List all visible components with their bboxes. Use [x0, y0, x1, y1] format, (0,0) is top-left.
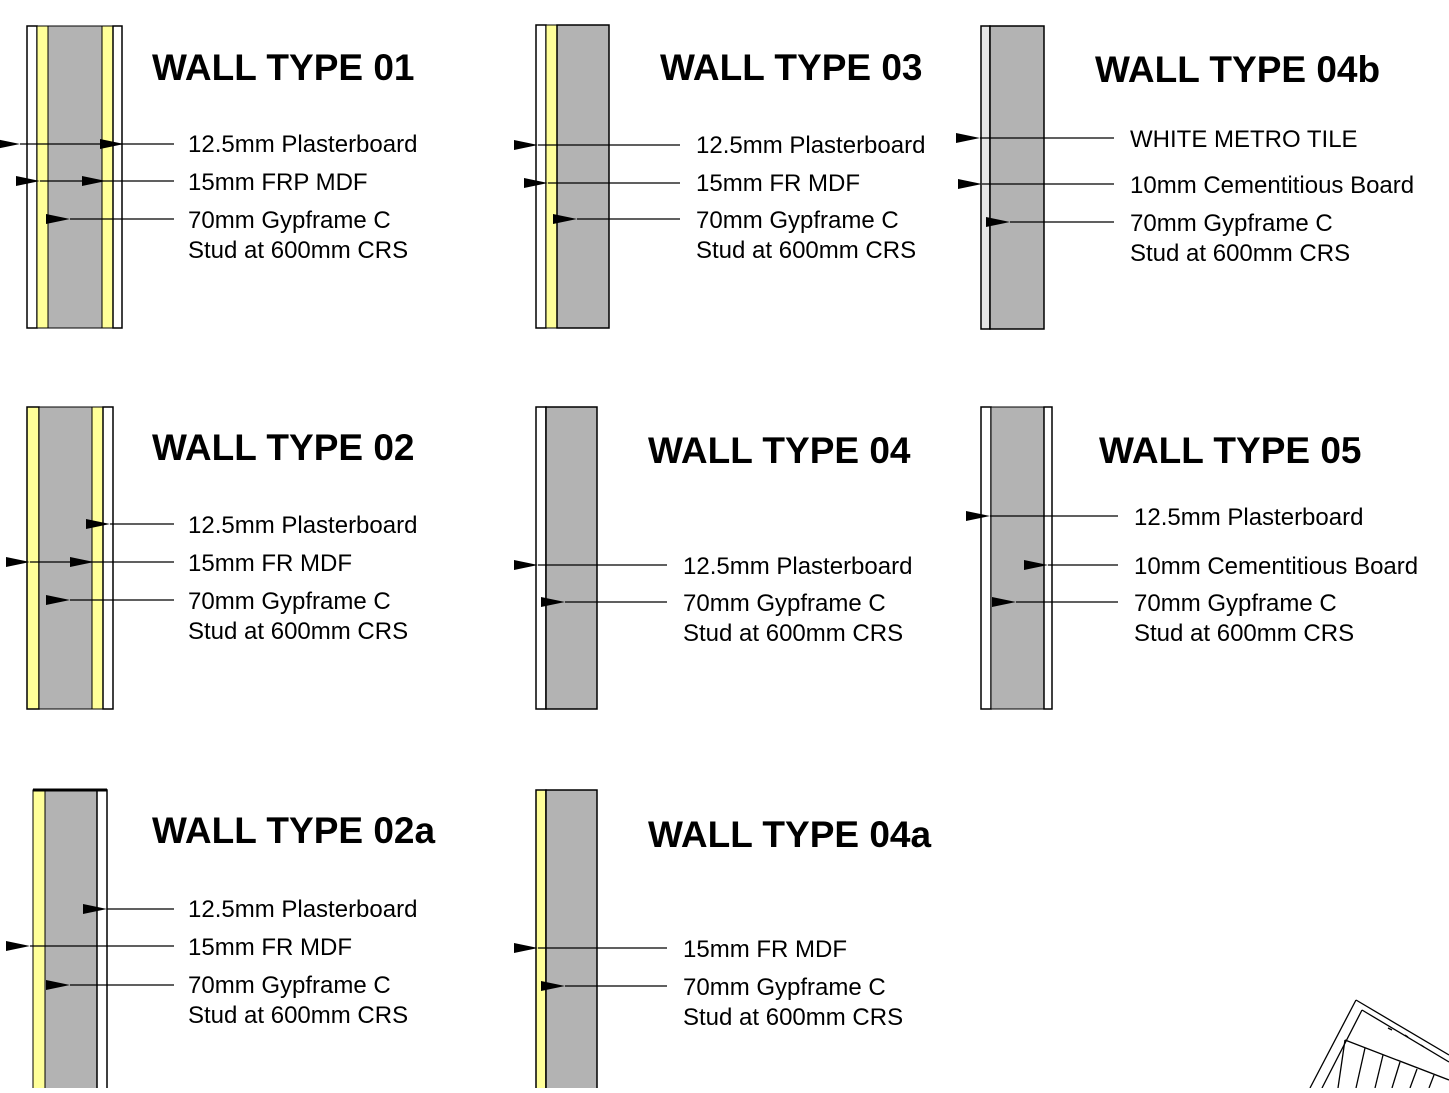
stud-layer — [47, 25, 103, 329]
mdf-layer — [26, 406, 40, 710]
wall-section-05 — [980, 406, 1053, 710]
mdf-layer — [545, 24, 558, 329]
layer-label: 70mm Gypframe C — [1134, 590, 1337, 617]
wall-section-03 — [535, 24, 610, 329]
layer-label: 70mm Gypframe C — [1130, 210, 1333, 237]
wall-type-title: WALL TYPE 03 — [660, 47, 923, 88]
mdf-layer — [101, 25, 114, 329]
layer-label: 70mm Gypframe C — [188, 972, 391, 999]
wall-type-title: WALL TYPE 04a — [648, 814, 931, 855]
wall-type-01: WALL TYPE 01 12.5mm Plasterboard 15mm FR… — [0, 25, 417, 329]
plasterboard-layer — [26, 25, 38, 329]
wall-type-02a: WALL TYPE 02a 12.5mm Plasterboard 15mm F… — [6, 788, 435, 1091]
cementitious-board-layer — [1043, 406, 1053, 710]
wall-section-02a — [32, 788, 108, 1091]
layer-label: WHITE METRO TILE — [1130, 126, 1358, 153]
layer-label: 15mm FR MDF — [188, 934, 352, 961]
plasterboard-layer — [535, 406, 547, 710]
layer-label: Stud at 600mm CRS — [188, 1002, 408, 1029]
layer-label: Stud at 600mm CRS — [188, 618, 408, 645]
layer-label: 12.5mm Plasterboard — [683, 553, 912, 580]
layer-label: 15mm FR MDF — [188, 550, 352, 577]
layer-label: Stud at 600mm CRS — [1130, 240, 1350, 267]
layer-label: Stud at 600mm CRS — [188, 237, 408, 264]
plasterboard-layer — [96, 789, 108, 1091]
plasterboard-layer — [535, 24, 547, 329]
layer-label: Stud at 600mm CRS — [683, 620, 903, 647]
stud-layer — [44, 789, 98, 1091]
layer-label: 70mm Gypframe C — [696, 207, 899, 234]
corner-sketch-fragment — [1309, 999, 1449, 1089]
wall-type-03: WALL TYPE 03 12.5mm Plasterboard 15mm FR… — [514, 24, 925, 329]
layer-label: 10mm Cementitious Board — [1130, 172, 1414, 199]
stud-layer — [989, 25, 1045, 330]
layer-label: 15mm FR MDF — [696, 170, 860, 197]
layer-label: 70mm Gypframe C — [683, 590, 886, 617]
mdf-layer — [36, 25, 49, 329]
layer-label: Stud at 600mm CRS — [683, 1004, 903, 1031]
layer-label: Stud at 600mm CRS — [696, 237, 916, 264]
layer-label: 70mm Gypframe C — [188, 207, 391, 234]
wall-type-title: WALL TYPE 04 — [648, 430, 911, 471]
stud-layer — [38, 406, 93, 710]
wall-section-01 — [26, 25, 123, 329]
stud-layer — [556, 24, 610, 329]
stud-layer — [545, 789, 598, 1091]
wall-section-02 — [26, 406, 114, 710]
plasterboard-layer — [112, 25, 123, 329]
wall-type-title: WALL TYPE 02 — [152, 427, 415, 468]
wall-section-04 — [535, 406, 598, 710]
layer-label: Stud at 600mm CRS — [1134, 620, 1354, 647]
wall-type-02: WALL TYPE 02 12.5mm Plasterboard 15mm FR… — [6, 406, 417, 710]
mdf-layer — [32, 789, 46, 1091]
layer-label: 12.5mm Plasterboard — [696, 132, 925, 159]
layer-label: 12.5mm Plasterboard — [188, 896, 417, 923]
mdf-layer — [535, 789, 547, 1091]
layer-label: 12.5mm Plasterboard — [188, 131, 417, 158]
wall-section-04a — [535, 789, 598, 1091]
layer-label: 10mm Cementitious Board — [1134, 553, 1418, 580]
wall-type-title: WALL TYPE 02a — [152, 810, 435, 851]
wall-type-title: WALL TYPE 04b — [1095, 49, 1380, 90]
wall-type-04a: WALL TYPE 04a 15mm FR MDF 70mm Gypframe … — [514, 789, 931, 1091]
plasterboard-layer — [980, 406, 992, 710]
stud-layer — [545, 406, 598, 710]
wall-type-04b: WALL TYPE 04b WHITE METRO TILE 10mm Ceme… — [956, 25, 1414, 330]
layer-label: 12.5mm Plasterboard — [188, 512, 417, 539]
mdf-layer — [91, 406, 104, 710]
layer-label: 12.5mm Plasterboard — [1134, 504, 1363, 531]
plasterboard-layer — [102, 406, 114, 710]
layer-label: 70mm Gypframe C — [188, 588, 391, 615]
wall-type-title: WALL TYPE 01 — [152, 47, 415, 88]
layer-label: 15mm FR MDF — [683, 936, 847, 963]
wall-section-04b — [980, 25, 1045, 330]
wall-type-04: WALL TYPE 04 12.5mm Plasterboard 70mm Gy… — [514, 406, 912, 710]
wall-type-title: WALL TYPE 05 — [1099, 430, 1362, 471]
wall-type-05: WALL TYPE 05 12.5mm Plasterboard 10mm Ce… — [966, 406, 1418, 710]
layer-label: 70mm Gypframe C — [683, 974, 886, 1001]
stud-layer — [990, 406, 1045, 710]
cementitious-board-layer — [980, 25, 991, 330]
layer-label: 15mm FRP MDF — [188, 169, 368, 196]
